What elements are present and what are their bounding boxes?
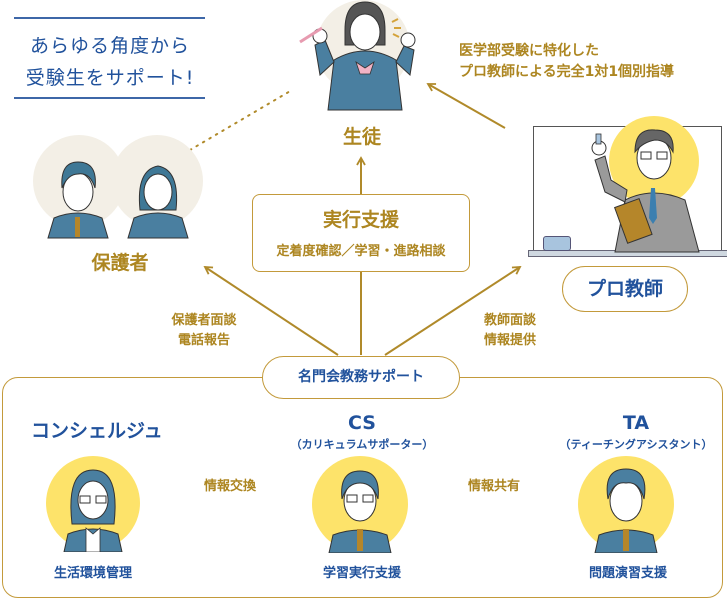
staff-concierge-role: 生活環境管理 (53, 566, 132, 581)
parent-link-label: 保護者面談 電話報告 (158, 311, 250, 351)
headline-top-rule (14, 17, 205, 19)
staff-ta-subtitle: （ティーチングアシスタント） (559, 438, 713, 451)
teacher-label-pill: プロ教師 (562, 266, 688, 312)
teacher-note-line1: 医学部受験に特化した (459, 43, 599, 59)
arrow-office-to-teacher (384, 266, 522, 356)
office-label: 名門会教務サポート (298, 369, 424, 385)
dotted-link-parents-student (189, 89, 293, 151)
teacher-illustration (591, 129, 700, 253)
staff-ta-title: TA (622, 412, 650, 434)
parents-label: 保護者 (91, 252, 149, 274)
execution-support-title: 実行支援 (322, 209, 399, 231)
arrow-teacher-to-student (426, 83, 506, 129)
staff-cs-role: 学習実行支援 (322, 566, 401, 581)
teacher-link-line1: 教師面談 (483, 313, 536, 328)
exchange-label-info-exchange: 情報交換 (203, 479, 256, 494)
arrow-office-to-parents (203, 265, 339, 356)
headline-bottom-rule (14, 97, 205, 99)
office-pill: 名門会教務サポート (262, 356, 460, 399)
cs-illustration (328, 470, 392, 553)
teacher-note-line2: プロ教師による完全1対1個別指導 (459, 64, 675, 80)
student-illustration (299, 1, 416, 111)
ta-illustration (594, 468, 658, 553)
teacher-link-line2: 情報提供 (483, 333, 536, 348)
staff-concierge-title: コンシェルジュ (31, 420, 163, 442)
teacher-label: プロ教師 (586, 278, 663, 300)
teacher-note: 医学部受験に特化した プロ教師による完全1対1個別指導 (459, 41, 727, 83)
eraser (543, 236, 571, 251)
parents-illustration (47, 161, 189, 239)
headline-line1: あらゆる角度から (29, 35, 190, 57)
exchange-label-info-share: 情報共有 (467, 479, 520, 494)
parent-link-line2: 電話報告 (177, 333, 230, 348)
teacher-link-label: 教師面談 情報提供 (470, 311, 550, 351)
execution-support-box: 実行支援 定着度確認／学習・進路相談 (252, 194, 470, 272)
parent-link-line1: 保護者面談 (171, 313, 237, 328)
staff-cs-title: CS (348, 412, 376, 434)
concierge-illustration (63, 469, 123, 552)
headline: あらゆる角度から 受験生をサポート! (10, 30, 210, 94)
headline-line2: 受験生をサポート! (25, 67, 195, 89)
staff-cs-subtitle: （カリキュラムサポーター） (290, 438, 434, 451)
student-label: 生徒 (342, 126, 381, 148)
staff-ta-role: 問題演習支援 (588, 566, 667, 581)
execution-support-subtitle: 定着度確認／学習・進路相談 (276, 244, 446, 259)
